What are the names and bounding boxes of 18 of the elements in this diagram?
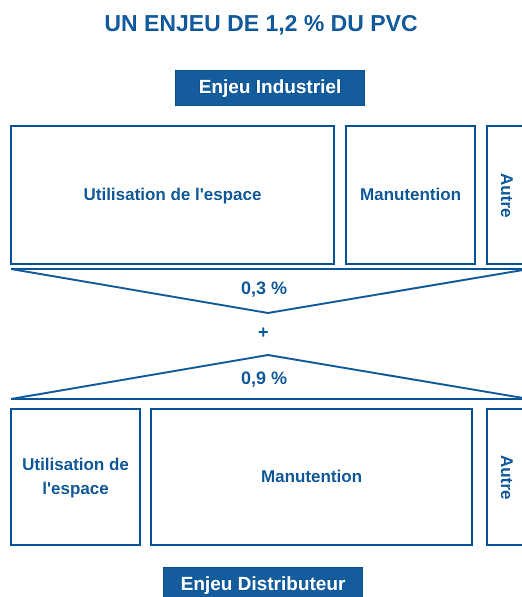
category-label: Utilisation de l'espace xyxy=(84,184,262,206)
category-box xyxy=(486,125,522,265)
plus-sign: + xyxy=(258,322,269,343)
section-banner: Enjeu Distributeur xyxy=(163,567,363,597)
percentage-value: 0,9 % xyxy=(240,368,288,390)
diagram-title: UN ENJEU DE 1,2 % DU PVC xyxy=(103,10,419,37)
percentage-value: 0,3 % xyxy=(240,278,288,300)
category-label: Manutention xyxy=(360,184,462,206)
category-box xyxy=(486,408,522,546)
category-box xyxy=(150,408,473,546)
category-box xyxy=(10,125,335,265)
section-banner: Enjeu Industriel xyxy=(175,70,365,106)
category-box xyxy=(10,408,141,546)
category-label: Manutention xyxy=(260,466,362,488)
category-label: Autre xyxy=(496,172,517,218)
category-box xyxy=(345,125,476,265)
category-label: Utilisation de l'espace xyxy=(21,454,130,500)
category-label: Autre xyxy=(496,454,517,500)
